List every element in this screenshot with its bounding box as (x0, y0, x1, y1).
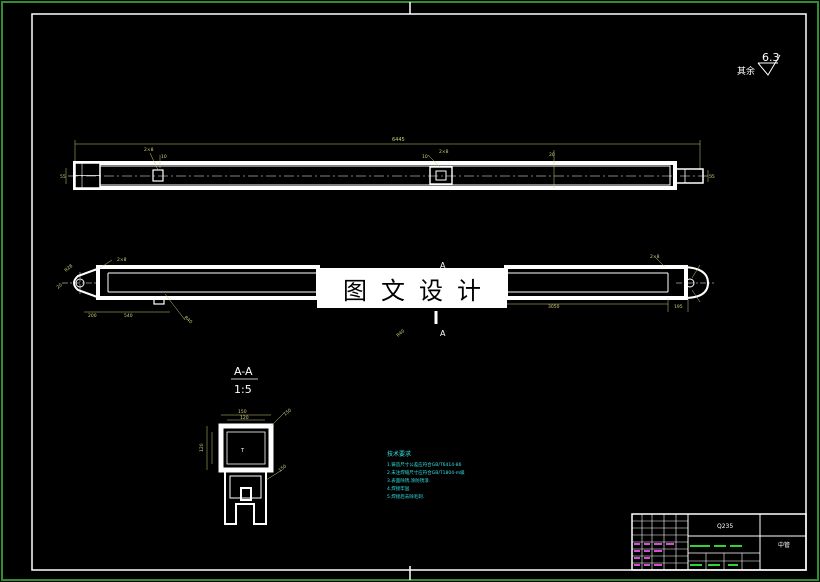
top-dim-6: 20 (549, 152, 555, 158)
section-dim-2: 120 (240, 415, 249, 421)
roughness-value: 6.3 (762, 51, 780, 64)
side-dim-9: 3050 (548, 304, 560, 310)
section-dim-3: 120 (199, 443, 205, 452)
side-dim-1: R28 (63, 263, 74, 273)
tech-req-item-2: 2.未注焊缝尺寸应符合GB/T1804-m级 (387, 469, 465, 476)
section-scale: 1:5 (234, 383, 252, 396)
tech-requirements: 技术要求 1.铸造尺寸公差应符合GB/T6414-86 2.未注焊缝尺寸应符合G… (387, 450, 465, 500)
overall-length-dim: 6445 (392, 137, 405, 143)
side-dim-7: R40 (395, 328, 406, 338)
roughness-label: 其余 (737, 65, 755, 77)
top-dim-3: 55 (60, 174, 66, 180)
side-dim-4: 200 (88, 313, 97, 319)
side-dim-10: 195 (674, 304, 683, 310)
tech-req-item-3: 3.表面除锈,涂防锈漆. (387, 477, 430, 484)
section-a-a: A-A 1:5 T 150 120 120 150 150 (199, 365, 293, 525)
section-title: A-A (234, 365, 253, 378)
top-dim-4: 10 (422, 154, 428, 160)
side-dim-8: 2×8 (650, 254, 660, 260)
watermark-text: 图文设计 (343, 276, 495, 305)
tech-req-item-1: 1.铸造尺寸公差应符合GB/T6414-86 (387, 461, 462, 468)
tech-req-item-5: 5.焊接后去除毛刺. (387, 493, 424, 500)
side-dim-5: 540 (124, 313, 133, 319)
top-dim-2: 10 (161, 154, 167, 160)
tech-req-item-4: 4.焊接牢固. (387, 485, 411, 492)
part-name-label: 中管 (778, 541, 790, 549)
roughness-symbol: 其余 6.3 (737, 51, 781, 77)
svg-text:T: T (240, 448, 245, 454)
section-mark-bottom: A (440, 329, 446, 338)
watermark-box: 图文设计 (317, 268, 507, 308)
top-view: 6445 2×8 10 55 10 2×8 20 55 (60, 137, 715, 190)
top-dim-1: 2×8 (144, 147, 154, 153)
inner-frame (31, 13, 807, 571)
side-dim-6: R40 (183, 315, 194, 325)
side-dim-2: 2×8 (117, 257, 127, 263)
section-mark-top: A (440, 261, 446, 270)
tech-req-title: 技术要求 (387, 450, 411, 458)
top-dim-7: 55 (709, 174, 715, 180)
section-dim-4: 150 (282, 407, 293, 417)
side-dim-3: 20 (55, 282, 63, 290)
material-label: Q235 (717, 523, 733, 530)
section-dim-5: 150 (277, 463, 288, 473)
title-block: Q235 中管 (631, 513, 807, 571)
section-dim-1: 150 (238, 409, 247, 415)
top-dim-5: 2×8 (439, 149, 449, 155)
